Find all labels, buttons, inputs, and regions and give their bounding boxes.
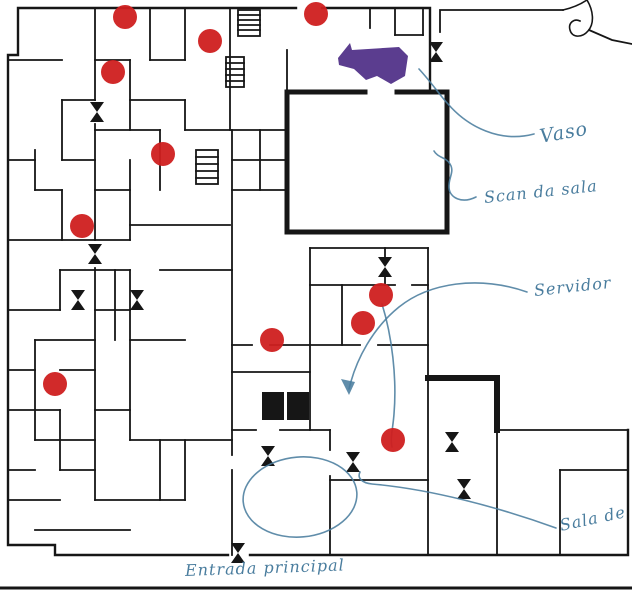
vaso-arrow-line <box>418 68 535 138</box>
door-icon <box>71 290 85 310</box>
fixture-block <box>287 392 309 420</box>
location-marker <box>113 5 137 29</box>
door-icon <box>429 42 443 62</box>
location-marker <box>369 283 393 307</box>
stairs-icon <box>225 56 245 88</box>
fixtures <box>262 392 309 420</box>
door-icon <box>231 543 245 563</box>
door-icon <box>346 452 360 472</box>
location-marker <box>351 311 375 335</box>
stairs-icon <box>237 9 261 37</box>
top-right-wall <box>439 9 632 45</box>
fixture-block <box>262 392 284 420</box>
door-icon <box>261 446 275 466</box>
sala-arrow-line <box>358 471 557 529</box>
markers-layer <box>43 2 405 452</box>
door-icon <box>378 257 392 277</box>
thick-step-wall <box>425 375 500 433</box>
location-marker <box>260 328 284 352</box>
location-marker <box>101 60 125 84</box>
location-marker <box>198 29 222 53</box>
location-marker <box>381 428 405 452</box>
location-marker <box>151 142 175 166</box>
interior-walls-horizontal <box>7 34 629 531</box>
stairs-symbols <box>195 9 261 185</box>
door-symbols <box>71 42 471 563</box>
main-hall-wall <box>284 89 450 235</box>
outer-wall <box>6 6 630 557</box>
door-icon <box>445 432 459 452</box>
stairs-icon <box>195 149 219 185</box>
door-icon <box>88 244 102 264</box>
door-icon <box>130 290 144 310</box>
door-icon <box>90 102 104 122</box>
scan-squiggle-line <box>433 150 477 201</box>
location-marker <box>70 214 94 238</box>
ink-annotations <box>242 68 557 538</box>
servidor-arrow-line <box>348 282 528 390</box>
corner-curl <box>562 0 594 37</box>
servidor-arrowhead <box>341 379 355 395</box>
purple-marker <box>338 43 408 84</box>
location-marker <box>304 2 328 26</box>
servidor-side-line <box>381 303 396 448</box>
location-marker <box>43 372 67 396</box>
door-icon <box>457 479 471 499</box>
room-circle-loop <box>242 456 358 538</box>
